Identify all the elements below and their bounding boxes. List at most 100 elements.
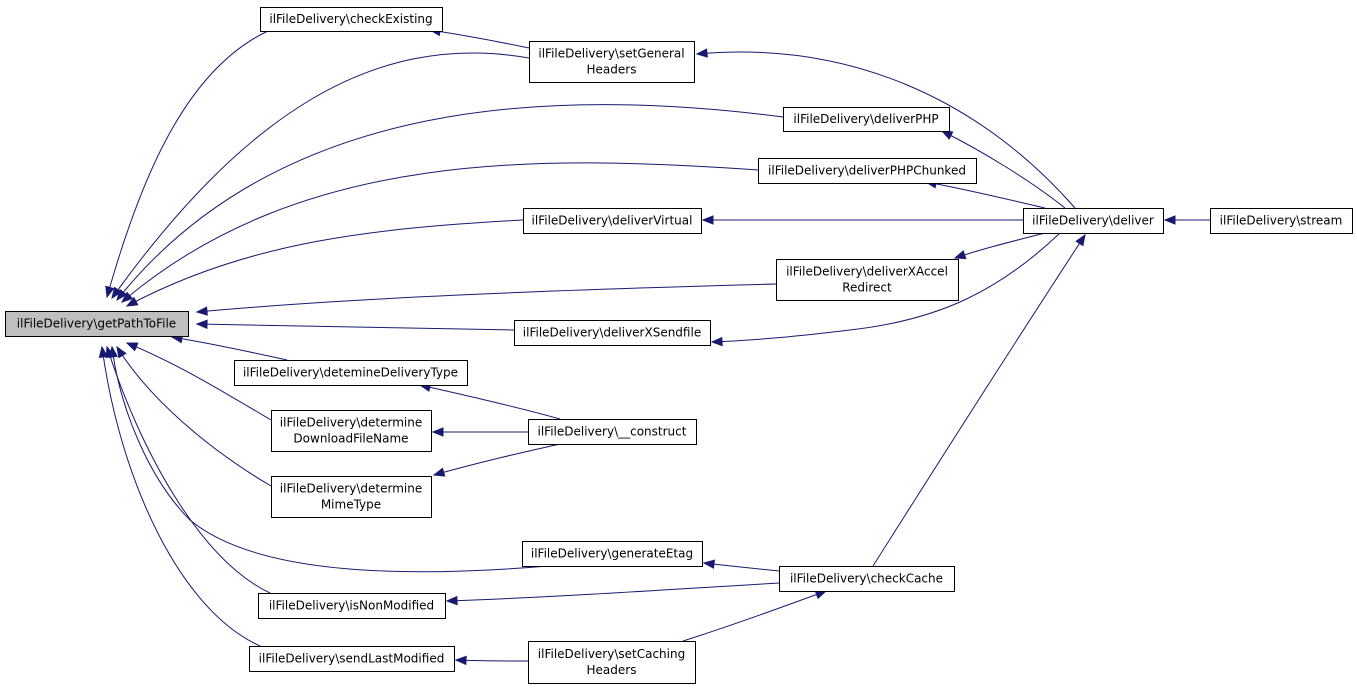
node-label: ilFileDelivery\sendLastModified: [259, 652, 445, 666]
arrowhead: [105, 285, 115, 299]
node-label: ilFileDelivery\isNonModified: [269, 599, 434, 613]
node-box: [528, 641, 696, 684]
node-box: [258, 593, 446, 619]
arrowhead: [1075, 233, 1086, 247]
arrowhead: [125, 342, 139, 352]
edge-setCachingHeaders-to-sendLastModified: [454, 655, 529, 666]
edge-line: [126, 342, 272, 421]
node-box: [5, 311, 189, 337]
node-box: [271, 410, 432, 452]
edge-detemineDeliveryType-to-getPathToFile: [170, 334, 288, 361]
arrowhead: [195, 306, 208, 316]
node-deliverVirtual[interactable]: ilFileDelivery\deliverVirtual: [523, 208, 702, 234]
edge-line: [121, 162, 759, 303]
node-box: [529, 41, 695, 83]
node-label: ilFileDelivery\__construct: [538, 425, 687, 439]
node-label: ilFileDelivery\deliverPHP: [793, 112, 938, 126]
node-label: ilFileDelivery\deliver: [1032, 214, 1154, 228]
node-construct[interactable]: ilFileDelivery\__construct: [528, 419, 697, 445]
node-label: ilFileDelivery\deliverPHPChunked: [768, 164, 966, 178]
edge-deliverXAccelRedirect-to-getPathToFile: [195, 283, 777, 316]
edge-stream-to-deliver: [1163, 215, 1210, 225]
edge-checkCache-to-generateEtag: [702, 559, 780, 572]
node-deliverPHP[interactable]: ilFileDelivery\deliverPHP: [783, 107, 950, 132]
node-label: MimeType: [321, 498, 381, 512]
node-box: [260, 7, 443, 32]
edge-line: [682, 590, 827, 642]
node-label: ilFileDelivery\checkExisting: [269, 12, 432, 26]
node-box: [249, 646, 455, 672]
node-checkExisting[interactable]: ilFileDelivery\checkExisting: [260, 7, 443, 32]
node-label: ilFileDelivery\setGeneral: [538, 47, 684, 61]
arrowhead: [105, 345, 115, 359]
arrowhead: [454, 655, 467, 666]
edge-line: [433, 443, 561, 476]
node-deliverPHPChunked[interactable]: ilFileDelivery\deliverPHPChunked: [758, 158, 977, 184]
edge-determineMimeType-to-getPathToFile: [116, 345, 272, 487]
node-stream[interactable]: ilFileDelivery\stream: [1210, 208, 1353, 234]
arrowhead: [125, 296, 139, 307]
node-isNonModified[interactable]: ilFileDelivery\isNonModified: [258, 593, 446, 619]
edge-line: [696, 51, 1076, 209]
edge-line: [101, 346, 261, 647]
edge-isNonModified-to-getPathToFile: [105, 345, 271, 594]
arrowhead: [111, 286, 122, 300]
node-checkCache[interactable]: ilFileDelivery\checkCache: [779, 566, 955, 592]
arrowhead: [120, 291, 134, 303]
node-deliverXSendfile[interactable]: ilFileDelivery\deliverXSendfile: [514, 320, 711, 346]
node-sendLastModified[interactable]: ilFileDelivery\sendLastModified: [249, 646, 455, 672]
arrowhead: [1163, 215, 1176, 225]
node-label: ilFileDelivery\deliverVirtual: [532, 214, 693, 228]
edge-line: [429, 29, 530, 49]
edge-line: [455, 659, 529, 662]
node-box: [522, 541, 703, 567]
edge-sendLastModified-to-getPathToFile: [98, 345, 261, 647]
node-label: ilFileDelivery\deliverXSendfile: [523, 326, 701, 340]
arrowhead: [710, 336, 723, 347]
node-label: ilFileDelivery\stream: [1220, 214, 1343, 228]
edge-line: [106, 30, 269, 298]
edge-deliver-to-deliverXAccelRedirect: [953, 232, 1046, 260]
arrowhead: [195, 319, 208, 329]
node-getPathToFile[interactable]: ilFileDelivery\getPathToFile: [5, 311, 189, 337]
edge-deliverVirtual-to-getPathToFile: [125, 219, 524, 307]
edge-checkCache-to-deliver: [872, 233, 1086, 567]
edge-line: [446, 582, 780, 602]
node-label: ilFileDelivery\setCaching: [538, 647, 685, 661]
edge-checkCache-to-isNonModified: [445, 582, 780, 606]
node-box: [783, 107, 950, 132]
edge-line: [171, 336, 288, 361]
edge-deliverPHP-to-getPathToFile: [116, 104, 784, 302]
arrowhead: [432, 467, 446, 477]
edge-line: [196, 323, 515, 331]
arrowhead: [953, 250, 967, 260]
node-label: Redirect: [842, 281, 892, 295]
edge-setGeneralHeaders-to-getPathToFile: [111, 52, 530, 300]
node-box: [776, 259, 959, 301]
edge-setGeneralHeaders-to-checkExisting: [428, 26, 530, 49]
edge-deliverPHPChunked-to-getPathToFile: [120, 162, 759, 303]
node-label: ilFileDelivery\determine: [280, 416, 422, 430]
node-label: ilFileDelivery\determine: [280, 482, 422, 496]
node-detemineDeliveryType[interactable]: ilFileDelivery\detemineDeliveryType: [234, 360, 468, 386]
node-generateEtag[interactable]: ilFileDelivery\generateEtag: [522, 541, 703, 567]
edge-line: [111, 346, 549, 573]
node-label: ilFileDelivery\deliverXAccel: [786, 265, 948, 279]
node-deliver[interactable]: ilFileDelivery\deliver: [1023, 208, 1164, 234]
node-label: ilFileDelivery\getPathToFile: [17, 317, 176, 331]
arrowhead: [702, 559, 715, 569]
node-box: [779, 566, 955, 592]
arrowhead: [445, 595, 458, 606]
edge-line: [703, 562, 780, 572]
edge-line: [941, 130, 1066, 209]
node-label: ilFileDelivery\checkCache: [790, 572, 943, 586]
nodes-layer: ilFileDelivery\getPathToFile ilFileDelive…: [5, 7, 1353, 684]
node-box: [234, 360, 468, 386]
node-box: [758, 158, 977, 184]
